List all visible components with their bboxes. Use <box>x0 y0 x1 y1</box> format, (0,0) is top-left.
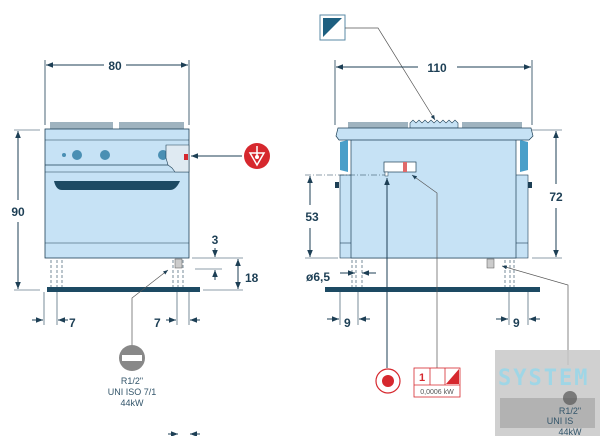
knob <box>72 150 82 160</box>
power-rating: 0,0006 kW <box>420 389 454 396</box>
front-leg-height-label: 18 <box>245 271 259 285</box>
watermark: SYSTEM R1/2" UNI IS 44kW <box>495 350 600 436</box>
front-right-leg-offset-label: 7 <box>154 316 161 330</box>
front-left-leg-offset-label: 7 <box>69 316 76 330</box>
side-right-leg-offset-label: 9 <box>513 316 520 330</box>
side-view: 110 53 72 ø6,5 <box>305 14 600 436</box>
side-width-label: 110 <box>427 61 447 75</box>
gas-connection-icon <box>119 345 145 371</box>
watermark-gas-line1: R1/2" <box>559 406 581 416</box>
knob <box>100 150 110 160</box>
side-connection-height-label: 53 <box>305 210 319 224</box>
electrical-connection-icon <box>375 368 401 394</box>
oven-handle <box>54 181 180 190</box>
side-body <box>350 138 517 259</box>
side-left-leg-offset-label: 9 <box>344 316 351 330</box>
front-view: 80 90 <box>11 59 270 408</box>
electrical-rating-label: 1 0,0006 kW <box>413 367 461 398</box>
knob <box>158 150 168 160</box>
equipotential-icon <box>244 143 270 169</box>
gas-spec-line3: 44kW <box>120 398 144 408</box>
watermark-gas-line3: 44kW <box>558 427 582 436</box>
front-height-label: 90 <box>11 205 25 219</box>
watermark-gas-line2: UNI IS <box>547 416 574 426</box>
phase-count: 1 <box>419 372 425 384</box>
hole-diameter-label: ø6,5 <box>306 270 330 284</box>
front-width-label: 80 <box>108 59 122 73</box>
watermark-gas-connection-icon <box>563 391 577 405</box>
floor-line <box>47 287 200 292</box>
watermark-text: SYSTEM <box>498 366 589 391</box>
gas-spec-line2: UNI ISO 7/1 <box>108 387 157 397</box>
side-floor-line <box>325 287 540 292</box>
gas-spec-line1: R1/2" <box>121 376 143 386</box>
hob-type-icon <box>319 14 346 41</box>
front-offset-top-label: 3 <box>212 233 219 247</box>
side-height-label: 72 <box>549 190 563 204</box>
